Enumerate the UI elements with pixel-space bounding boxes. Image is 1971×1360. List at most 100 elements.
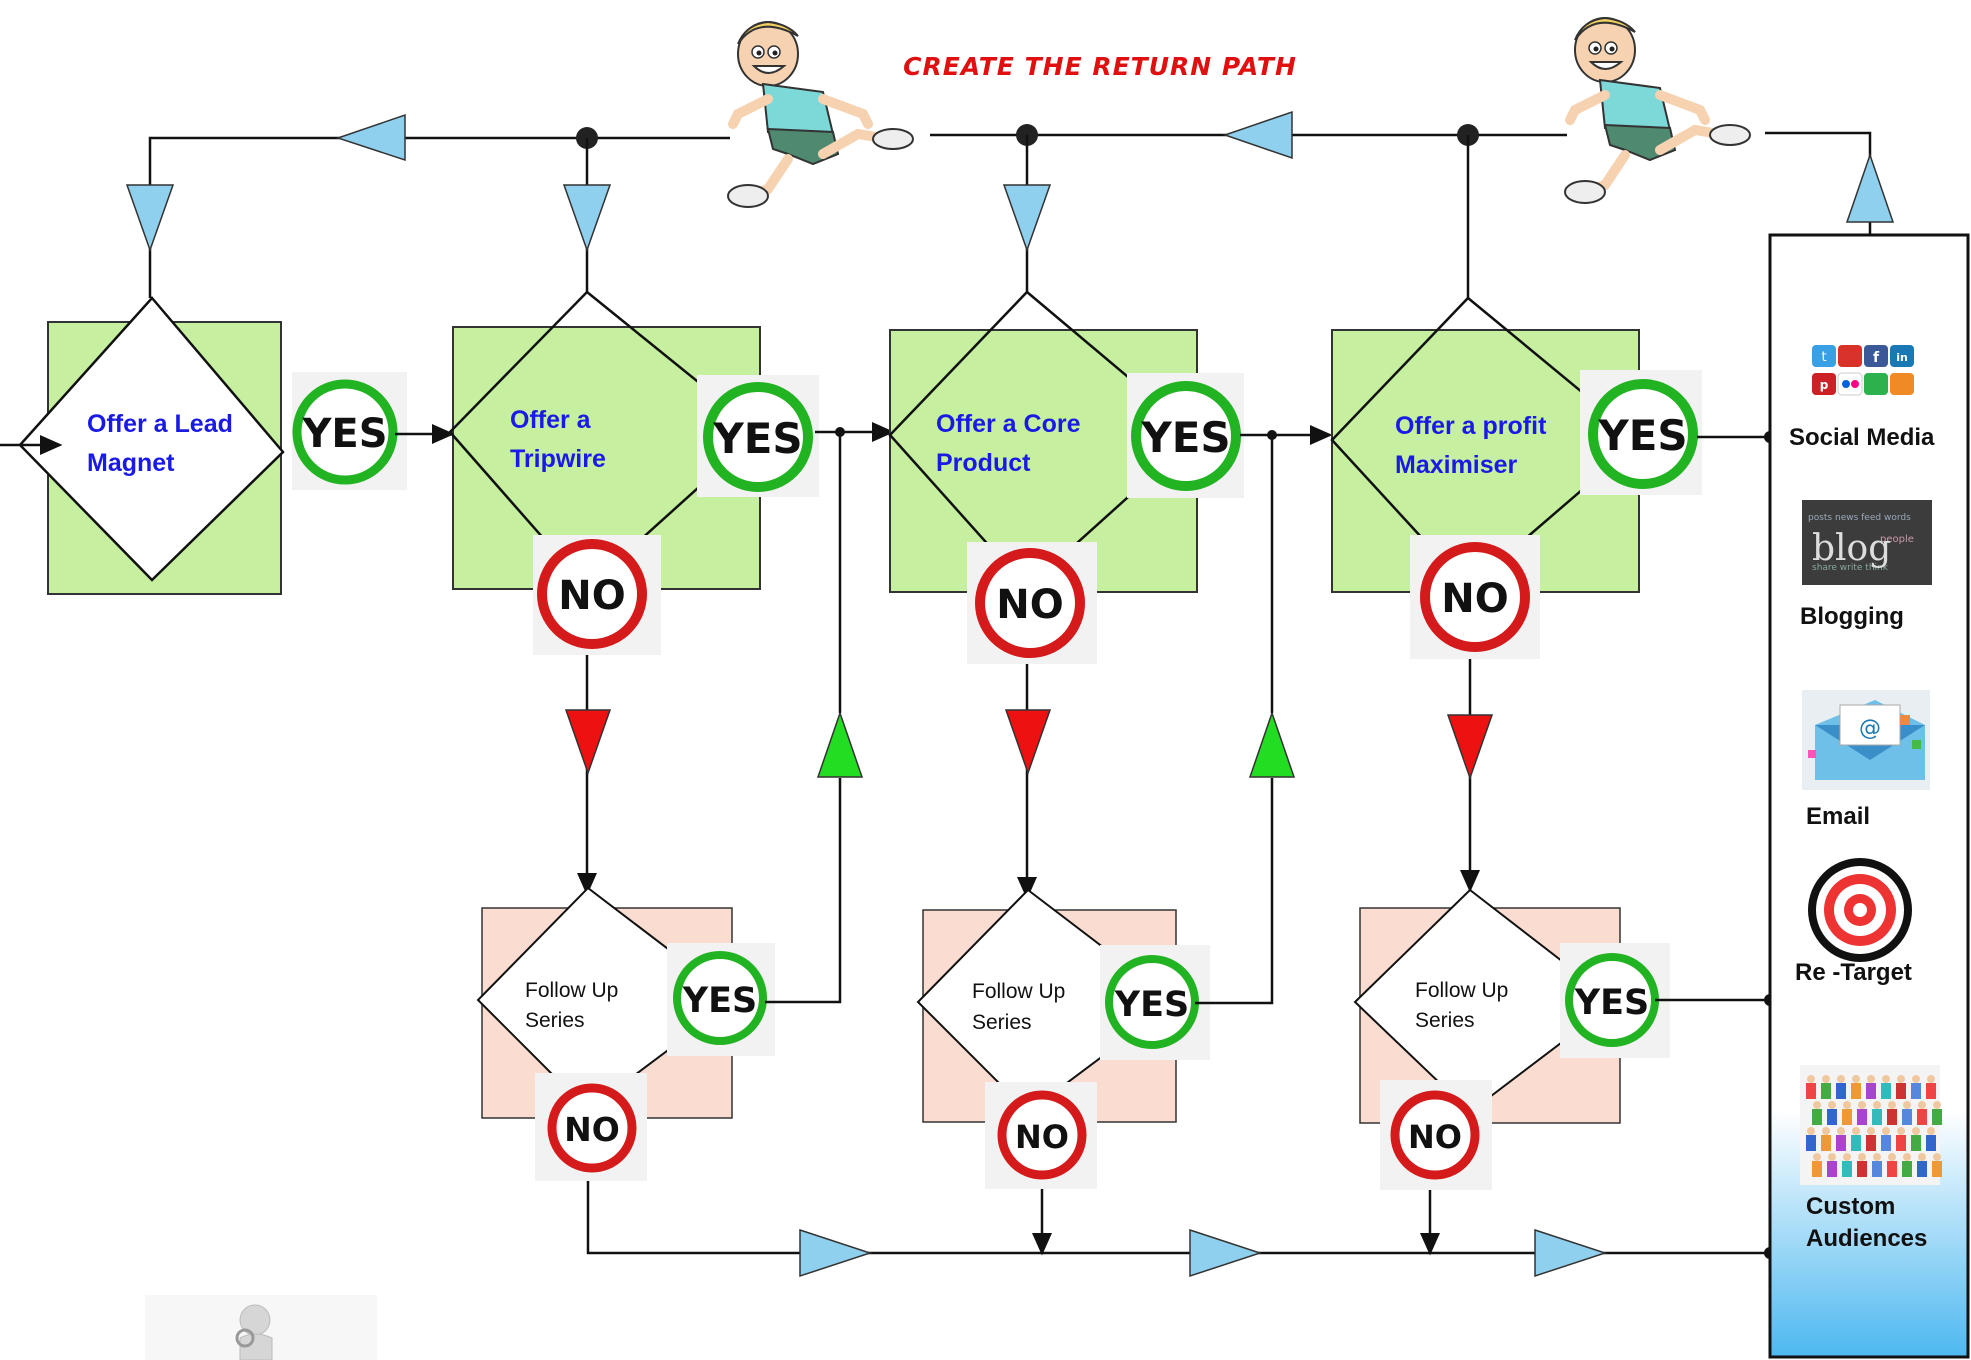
crowd-person-head [1918, 1101, 1926, 1109]
yes-badge: YES [667, 943, 775, 1056]
follow-up-label-line2: Series [1415, 1009, 1475, 1032]
crowd-person-body [1866, 1083, 1876, 1099]
crowd-person-body [1866, 1135, 1876, 1151]
yes-badge: YES [1560, 943, 1670, 1058]
svg-text:people: people [1880, 534, 1914, 545]
crowd-person-body [1821, 1135, 1831, 1151]
stage-diamond-lead-magnet [18, 296, 285, 582]
blue-arrow-right [799, 1228, 873, 1278]
crowd-person-head [1897, 1075, 1905, 1083]
follow-up-label-line1: Follow Up [1415, 979, 1508, 1002]
email-icon: @ [1802, 690, 1930, 790]
crowd-person-head [1858, 1101, 1866, 1109]
red-arrow-down [1004, 709, 1052, 776]
crowd-person-head [1828, 1101, 1836, 1109]
crowd-person-head [1888, 1101, 1896, 1109]
channel-label-custom-audiences-line2: Audiences [1806, 1225, 1927, 1252]
blue-arrow-left [1222, 110, 1293, 160]
svg-text:YES: YES [682, 981, 757, 1021]
crowd-person-head [1897, 1127, 1905, 1135]
yes-badge: YES [1100, 945, 1210, 1060]
stage-label-line1: Offer a Lead [87, 410, 233, 438]
runner-figure-right [1565, 18, 1750, 203]
svg-text:YES: YES [1597, 411, 1687, 460]
crowd-person-head [1882, 1075, 1890, 1083]
green-arrow-up [816, 710, 864, 778]
crowd-person-body [1926, 1135, 1936, 1151]
crowd-person-head [1813, 1153, 1821, 1161]
svg-text:in: in [1896, 351, 1908, 364]
crowd-person-body [1842, 1109, 1852, 1125]
follow-up-label-line2: Series [525, 1009, 585, 1032]
no-badge: NO [1410, 535, 1540, 659]
crowd-person-body [1812, 1109, 1822, 1125]
crowd-person-body [1887, 1161, 1897, 1177]
channel-label-email: Email [1806, 803, 1870, 830]
follow-up-label-line1: Follow Up [525, 979, 618, 1002]
crowd-person-head [1918, 1153, 1926, 1161]
svg-text:share write think: share write think [1812, 563, 1889, 573]
crowd-person-head [1807, 1075, 1815, 1083]
crowd-person-body [1851, 1083, 1861, 1099]
svg-text:NO: NO [1408, 1118, 1462, 1156]
yes-badge: YES [1127, 373, 1244, 498]
svg-text:YES: YES [712, 414, 802, 463]
crowd-person-head [1852, 1075, 1860, 1083]
channel-label-social-media: Social Media [1789, 424, 1935, 451]
yes-return-line [765, 778, 842, 1004]
svg-text:p: p [1820, 378, 1829, 392]
crowd-person-head [1822, 1127, 1830, 1135]
crowd-person-head [1813, 1101, 1821, 1109]
blog-icon: posts news feed words people share write… [1802, 500, 1932, 585]
crowd-person-head [1858, 1153, 1866, 1161]
stage-label-line2: Tripwire [510, 445, 606, 473]
crowd-person-head [1927, 1075, 1935, 1083]
stage-label-line2: Product [936, 449, 1031, 477]
red-arrow-down [564, 709, 612, 776]
blue-arrow-down [1002, 184, 1052, 253]
crowd-person-head [1888, 1153, 1896, 1161]
channels-panel [1768, 233, 1970, 1359]
crowd-person-head [1822, 1075, 1830, 1083]
channel-label-retarget: Re -Target [1795, 959, 1912, 986]
svg-text:blog: blog [1812, 528, 1891, 569]
crowd-person-head [1873, 1101, 1881, 1109]
stage-label-line1: Offer a profit [1395, 412, 1547, 440]
crowd-person-head [1927, 1127, 1935, 1135]
crowd-person-head [1933, 1153, 1941, 1161]
crowd-person-body [1932, 1109, 1942, 1125]
crowd-person-body [1932, 1161, 1942, 1177]
yes-badge: YES [697, 375, 819, 497]
bottom-return-line [586, 1181, 1770, 1255]
no-badge: NO [985, 1082, 1097, 1189]
blue-arrow-right [1189, 1228, 1263, 1278]
return-path-line-left [148, 136, 730, 185]
crowd-person-body [1872, 1161, 1882, 1177]
svg-text:NO: NO [558, 573, 625, 619]
red-arrow-down [1446, 714, 1494, 781]
crowd-person-body [1836, 1135, 1846, 1151]
crowd-person-body [1872, 1109, 1882, 1125]
no-badge: NO [533, 535, 661, 655]
svg-text:posts news feed words: posts news feed words [1808, 513, 1911, 523]
crowd-person-body [1881, 1083, 1891, 1099]
crowd-person-body [1827, 1109, 1837, 1125]
crowd-person-body [1896, 1135, 1906, 1151]
crowd-person-body [1902, 1109, 1912, 1125]
social-media-grid-icon: t f in p [1812, 345, 1914, 396]
crowd-icon [1800, 1065, 1942, 1185]
svg-text:NO: NO [996, 582, 1063, 628]
person-figure [145, 1295, 377, 1360]
svg-text:@: @ [1859, 716, 1881, 741]
crowd-person-body [1902, 1161, 1912, 1177]
crowd-person-body [1887, 1109, 1897, 1125]
crowd-person-head [1867, 1075, 1875, 1083]
runner-figure-left [728, 22, 913, 207]
no-badge: NO [535, 1073, 647, 1181]
channel-label-custom-audiences-line1: Custom [1806, 1193, 1895, 1220]
crowd-person-head [1828, 1153, 1836, 1161]
crowd-person-head [1903, 1153, 1911, 1161]
follow-up-label-line1: Follow Up [972, 980, 1065, 1003]
blue-arrow-down [562, 184, 612, 253]
